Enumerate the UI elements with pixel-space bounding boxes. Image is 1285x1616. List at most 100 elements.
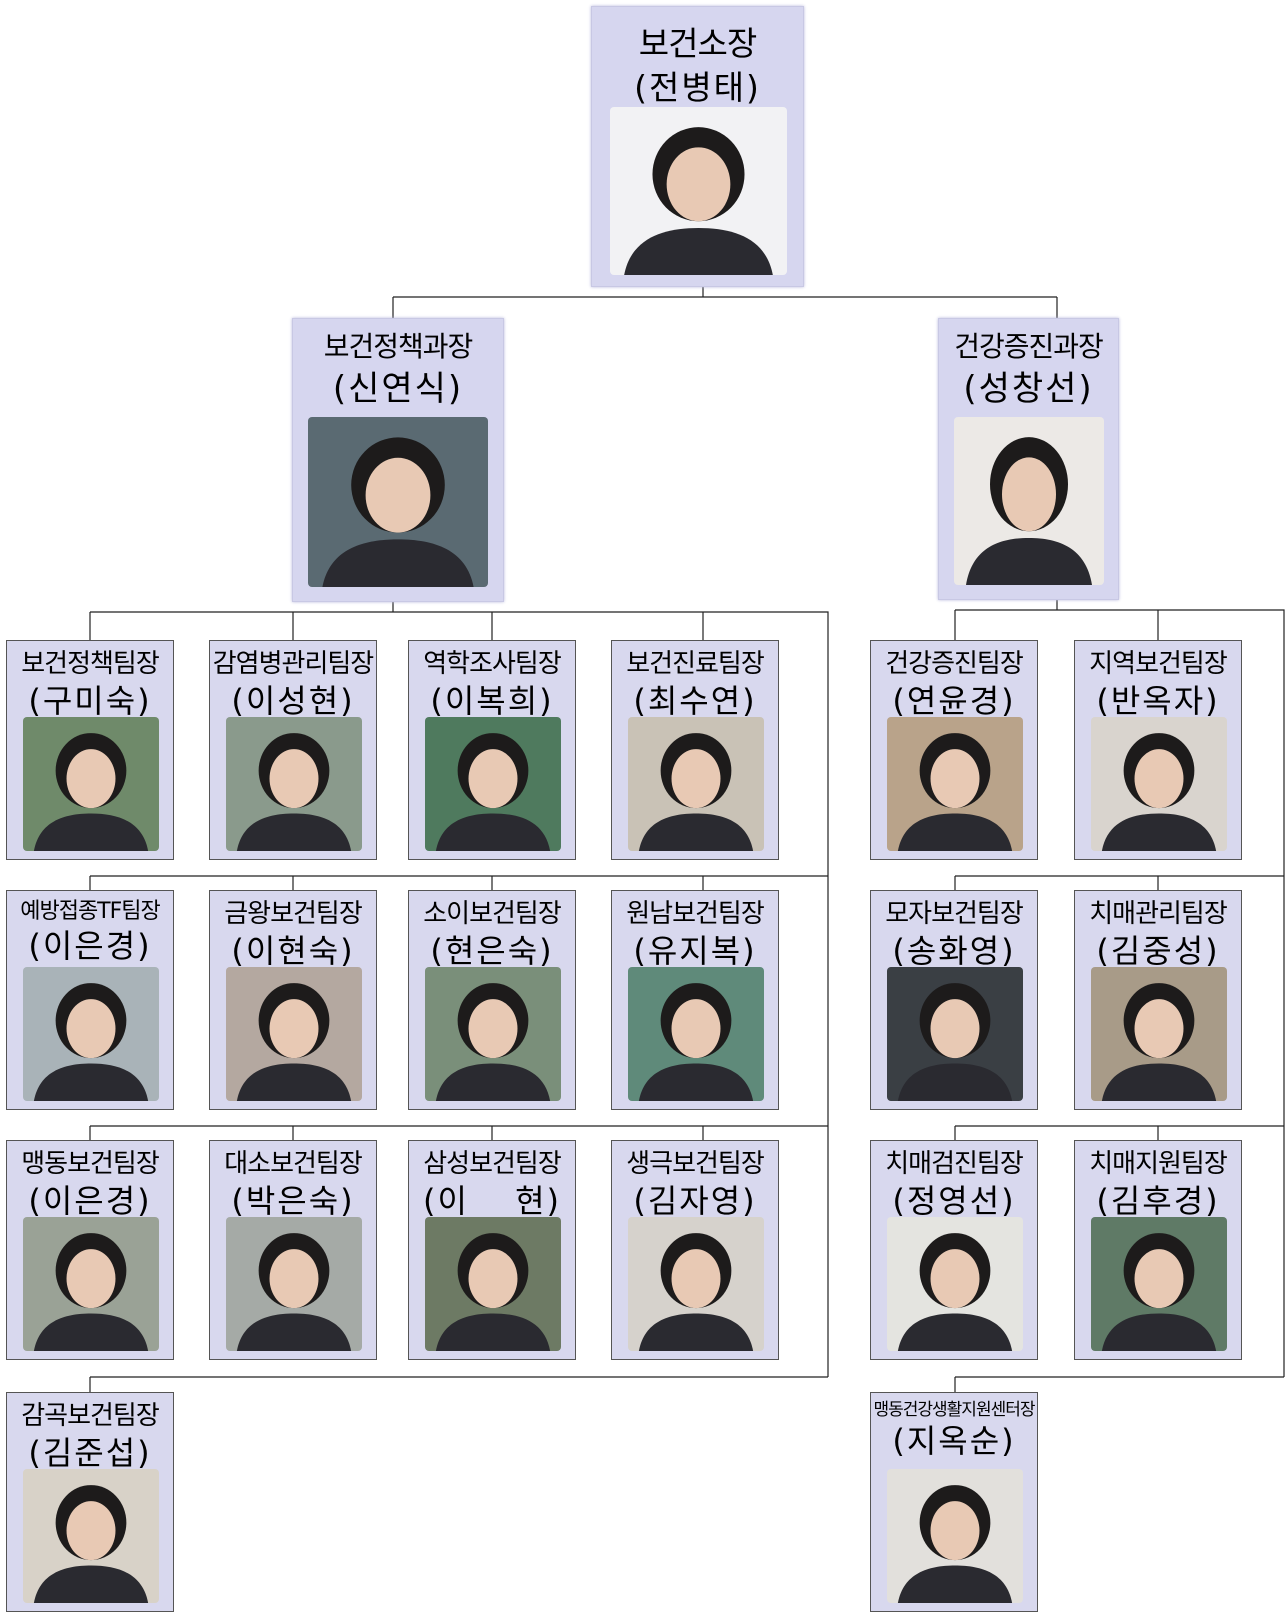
portrait-photo xyxy=(628,717,764,851)
card-name: (이은경) xyxy=(28,1182,152,1220)
card-role: 감곡보건팀장 xyxy=(21,1401,160,1431)
team-card: 삼성보건팀장(이 현) xyxy=(408,1140,576,1360)
portrait-photo xyxy=(23,1217,159,1351)
portrait-photo xyxy=(308,417,488,587)
card-role: 소이보건팀장 xyxy=(423,899,562,929)
person-silhouette-icon xyxy=(236,983,352,1101)
card-name: (최수연) xyxy=(633,682,757,720)
team-card: 보건진료팀장(최수연) xyxy=(611,640,779,860)
card-name: (성창선) xyxy=(963,369,1094,409)
portrait-photo xyxy=(23,967,159,1101)
team-card: 치매지원팀장(김후경) xyxy=(1074,1140,1242,1360)
team-card: 감곡보건팀장(김준섭) xyxy=(6,1392,174,1612)
card-name: (정영선) xyxy=(892,1182,1016,1220)
team-card: 건강증진팀장(연윤경) xyxy=(870,640,1038,860)
card-role: 대소보건팀장 xyxy=(224,1149,363,1179)
portrait-photo xyxy=(23,717,159,851)
card-name: (박은숙) xyxy=(231,1182,355,1220)
card-name: (지옥순) xyxy=(892,1422,1016,1460)
card-name: (김자영) xyxy=(633,1182,757,1220)
person-silhouette-icon xyxy=(638,733,754,851)
team-card: 대소보건팀장(박은숙) xyxy=(209,1140,377,1360)
card-role: 치매관리팀장 xyxy=(1089,899,1228,929)
team-card: 예방접종TF팀장(이은경) xyxy=(6,890,174,1110)
portrait-photo xyxy=(610,107,787,275)
card-role: 원남보건팀장 xyxy=(626,899,765,929)
team-card: 모자보건팀장(송화영) xyxy=(870,890,1038,1110)
portrait-photo xyxy=(887,1217,1023,1351)
card-name: (이복희) xyxy=(430,682,554,720)
team-card: 맹동건강생활지원센터장(지옥순) xyxy=(870,1392,1038,1612)
portrait-photo xyxy=(628,1217,764,1351)
card-role: 치매지원팀장 xyxy=(1089,1149,1228,1179)
person-silhouette-icon xyxy=(435,983,551,1101)
person-silhouette-icon xyxy=(624,127,773,275)
card-role: 보건소장 xyxy=(638,24,757,63)
portrait-photo xyxy=(887,717,1023,851)
card-name: (전병태) xyxy=(634,68,761,107)
portrait-photo xyxy=(887,967,1023,1101)
team-card: 원남보건팀장(유지복) xyxy=(611,890,779,1110)
person-silhouette-icon xyxy=(33,1485,149,1603)
card-name: (이 현) xyxy=(422,1182,562,1220)
team-card: 맹동보건팀장(이은경) xyxy=(6,1140,174,1360)
card-name: (김후경) xyxy=(1096,1182,1220,1220)
portrait-photo xyxy=(1091,967,1227,1101)
card-role: 맹동건강생활지원센터장 xyxy=(873,1400,1035,1420)
card-role: 금왕보건팀장 xyxy=(224,899,363,929)
portrait-photo xyxy=(628,967,764,1101)
person-silhouette-icon xyxy=(322,437,474,587)
card-role: 생극보건팀장 xyxy=(626,1149,765,1179)
portrait-photo xyxy=(425,967,561,1101)
card-role: 보건정책과장 xyxy=(323,330,474,363)
person-silhouette-icon xyxy=(638,1233,754,1351)
portrait-photo xyxy=(23,1469,159,1603)
person-silhouette-icon xyxy=(236,1233,352,1351)
card-name: (김중성) xyxy=(1096,932,1220,970)
person-silhouette-icon xyxy=(897,983,1013,1101)
card-role: 치매검진팀장 xyxy=(885,1149,1024,1179)
person-silhouette-icon xyxy=(897,1485,1013,1603)
card-role: 삼성보건팀장 xyxy=(423,1149,562,1179)
team-card: 치매관리팀장(김중성) xyxy=(1074,890,1242,1110)
portrait-photo xyxy=(226,967,362,1101)
card-name: (이성현) xyxy=(231,682,355,720)
team-card: 생극보건팀장(김자영) xyxy=(611,1140,779,1360)
card-name: (연윤경) xyxy=(892,682,1016,720)
card-role: 모자보건팀장 xyxy=(885,899,1024,929)
card-name: (이현숙) xyxy=(231,932,355,970)
portrait-photo xyxy=(954,417,1104,585)
person-silhouette-icon xyxy=(638,983,754,1101)
team-card: 감염병관리팀장(이성현) xyxy=(209,640,377,860)
card-role: 보건진료팀장 xyxy=(626,649,765,679)
person-silhouette-icon xyxy=(33,733,149,851)
card-role: 지역보건팀장 xyxy=(1089,649,1228,679)
portrait-photo xyxy=(425,1217,561,1351)
person-silhouette-icon xyxy=(33,1233,149,1351)
person-silhouette-icon xyxy=(1101,983,1217,1101)
card-role: 건강증진과장 xyxy=(954,330,1104,363)
division-card: 보건정책과장 (신연식) xyxy=(292,318,504,602)
card-name: (구미숙) xyxy=(28,682,152,720)
team-card: 보건정책팀장(구미숙) xyxy=(6,640,174,860)
card-role: 건강증진팀장 xyxy=(885,649,1024,679)
person-silhouette-icon xyxy=(435,733,551,851)
portrait-photo xyxy=(226,1217,362,1351)
card-role: 예방접종TF팀장 xyxy=(20,899,161,924)
card-name: (반옥자) xyxy=(1096,682,1220,720)
card-name: (김준섭) xyxy=(28,1434,152,1472)
portrait-photo xyxy=(226,717,362,851)
card-role: 역학조사팀장 xyxy=(423,649,562,679)
team-card: 금왕보건팀장(이현숙) xyxy=(209,890,377,1110)
team-card: 소이보건팀장(현은숙) xyxy=(408,890,576,1110)
person-silhouette-icon xyxy=(33,983,149,1101)
team-card: 역학조사팀장(이복희) xyxy=(408,640,576,860)
portrait-photo xyxy=(1091,717,1227,851)
person-silhouette-icon xyxy=(897,733,1013,851)
portrait-photo xyxy=(1091,1217,1227,1351)
person-silhouette-icon xyxy=(435,1233,551,1351)
person-silhouette-icon xyxy=(1101,733,1217,851)
person-silhouette-icon xyxy=(966,437,1092,585)
team-card: 치매검진팀장(정영선) xyxy=(870,1140,1038,1360)
portrait-photo xyxy=(887,1469,1023,1603)
